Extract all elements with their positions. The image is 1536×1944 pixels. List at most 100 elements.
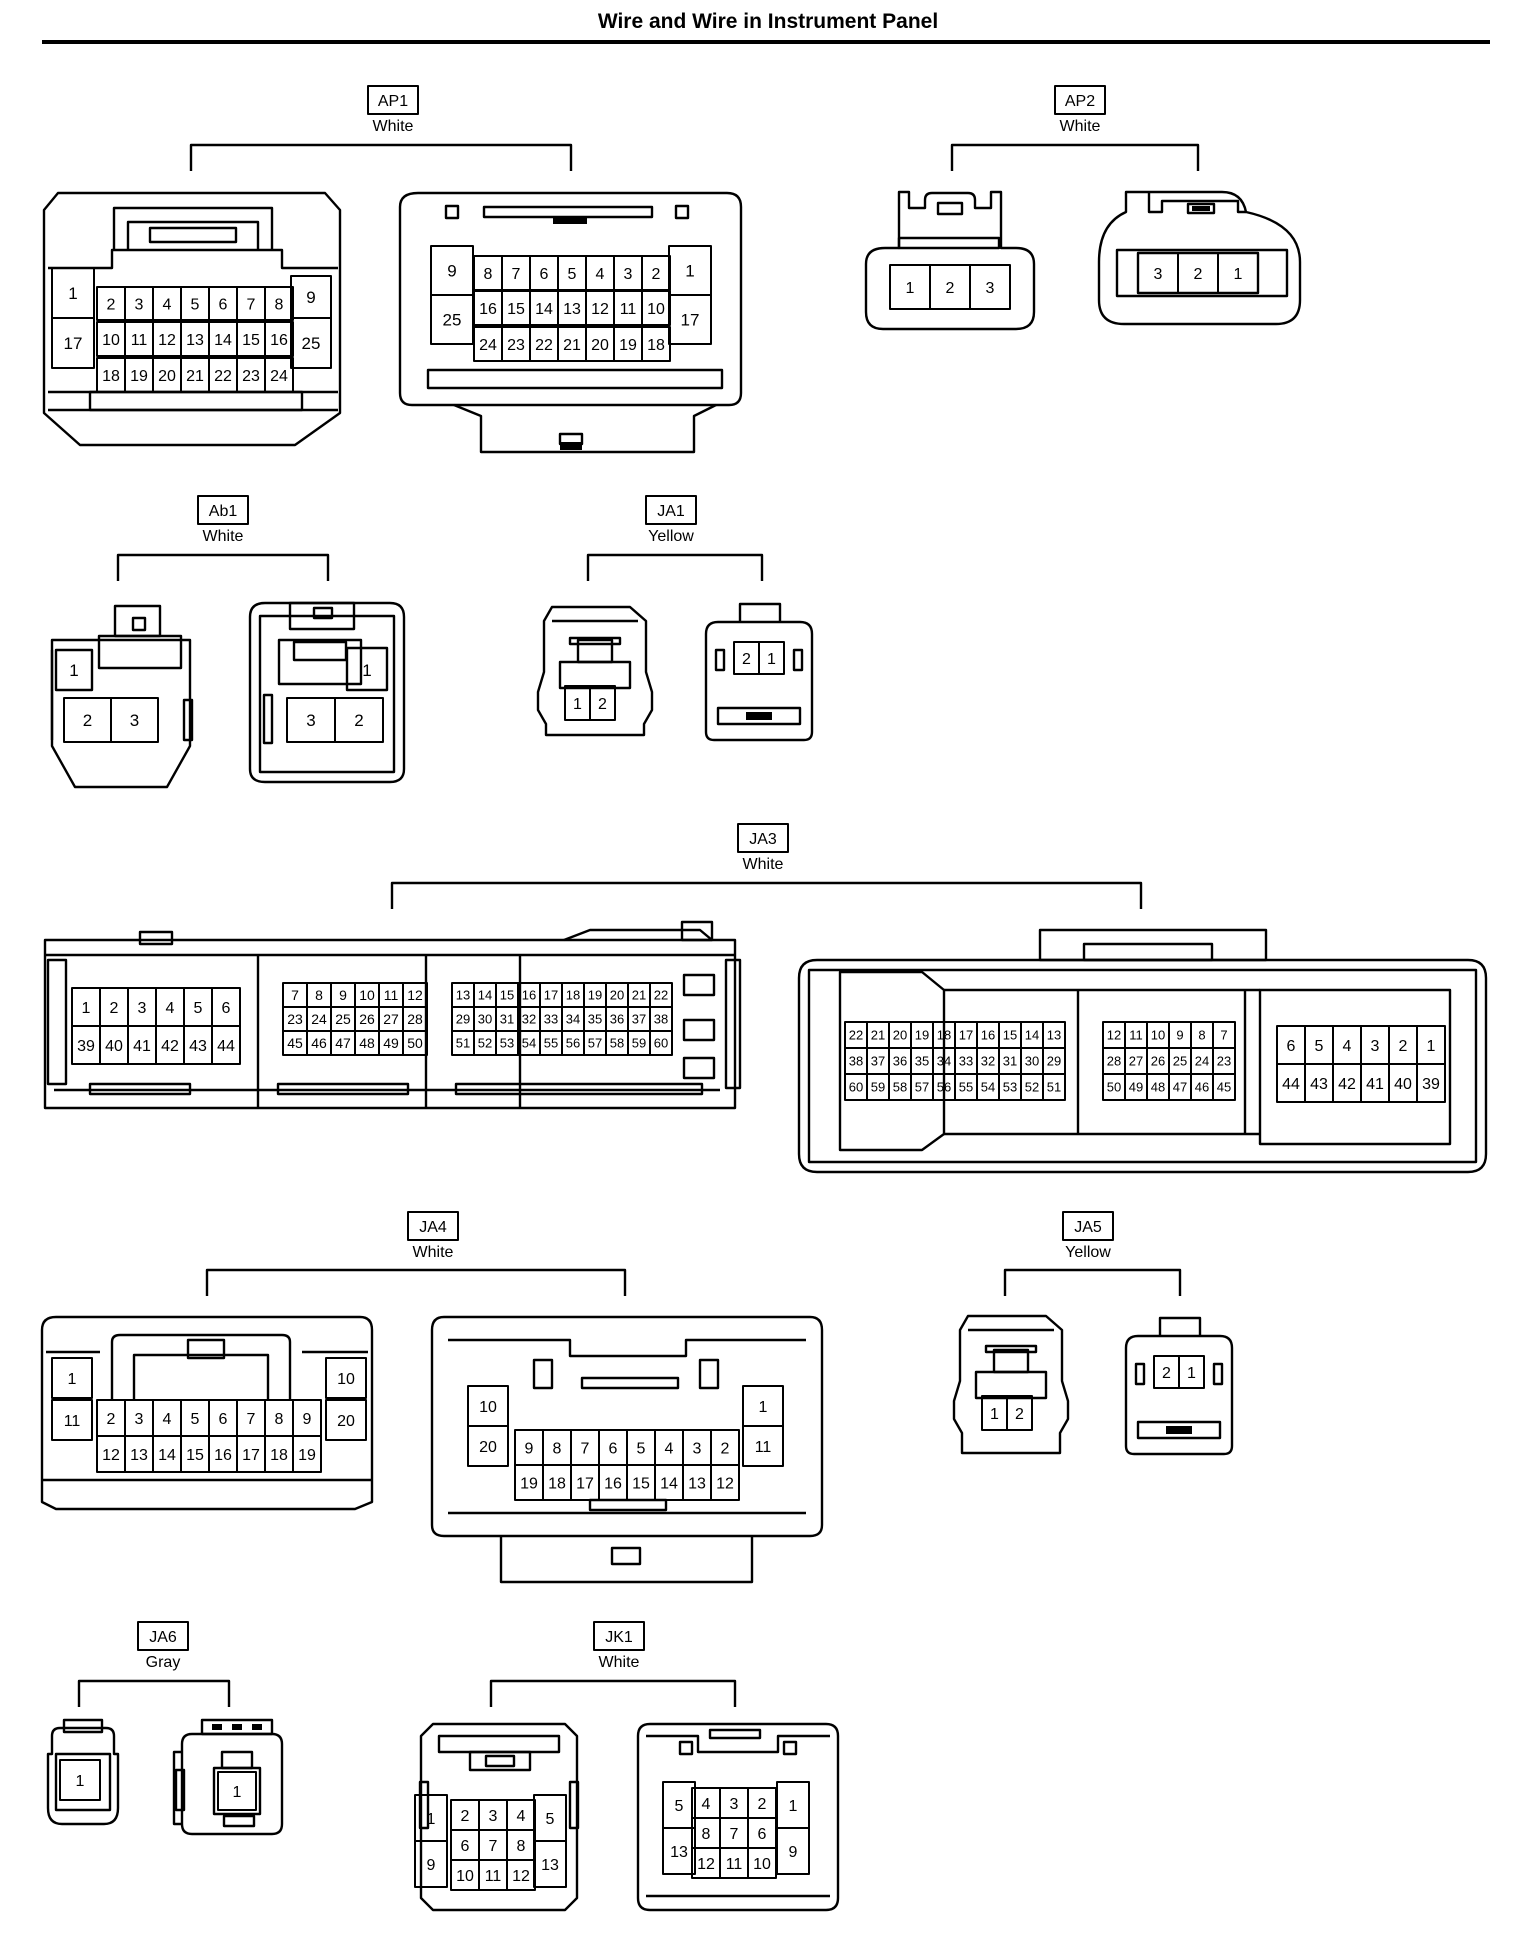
pin-number: 19 (130, 368, 148, 385)
pin-number: 13 (1047, 1028, 1061, 1043)
pin-cell: 10 (641, 290, 671, 326)
housing-outline (698, 1358, 720, 1390)
pin-cell: 13 (180, 321, 210, 357)
pin-cell: 42 (1332, 1063, 1362, 1103)
pin-cell: 8 (264, 1399, 294, 1437)
pin-number: 6 (219, 1411, 228, 1428)
pin-number: 10 (1151, 1028, 1165, 1043)
pin-number: 11 (620, 301, 637, 318)
pin-number: 7 (291, 987, 299, 1003)
pin-cavity (51, 317, 95, 369)
housing-outline (897, 236, 1001, 250)
pin-cell: 2 (929, 264, 971, 310)
connector-color: White (203, 528, 244, 545)
pin-number: 52 (1025, 1080, 1039, 1095)
pin-number: 43 (1310, 1076, 1328, 1093)
housing-outline (437, 1734, 561, 1754)
pin-number: 12 (158, 332, 176, 349)
pin-cell: 4 (152, 1399, 182, 1437)
pin-cell: 13 (557, 290, 587, 326)
pin-cavity (334, 697, 384, 743)
pin-number: 23 (287, 1011, 303, 1027)
housing-outline (984, 1344, 1038, 1354)
pin-cavity (290, 317, 332, 369)
pin-cell: 27 (378, 1006, 404, 1032)
pin-number: 2 (1399, 1038, 1408, 1055)
connector-code: JA1 (657, 503, 685, 520)
pin-cell: 21 (180, 357, 210, 393)
pin-cell: 9 (1168, 1021, 1192, 1049)
pin-cell: 33 (539, 1006, 563, 1032)
pin-cell: 3 (127, 987, 157, 1027)
housing-outline (174, 1768, 186, 1812)
pin-cell: 41 (127, 1025, 157, 1065)
pin-number: 41 (1366, 1076, 1384, 1093)
pin-cell: 12 (96, 1435, 126, 1473)
pin-cell: 20 (605, 982, 629, 1008)
pin-cell: 8 (264, 286, 294, 321)
pin-number: 18 (647, 337, 665, 354)
housing-outline (277, 638, 363, 686)
housing-outline (48, 248, 338, 270)
pin-number: 18 (937, 1028, 951, 1043)
housing-outline (1115, 248, 1289, 298)
pin-cell: 9 (290, 275, 332, 319)
latch-mark (553, 218, 587, 224)
pin-number: 3 (693, 1440, 702, 1457)
housing-outline (797, 958, 1488, 1174)
housing-outline (200, 1718, 274, 1736)
housing-outline (1136, 1420, 1222, 1440)
pin-number: 6 (222, 1000, 231, 1017)
pin-cell: 7 (478, 1829, 508, 1861)
pin-cell: 3 (286, 697, 336, 743)
pin-cell: 55 (954, 1073, 978, 1101)
pin-number: 60 (654, 1036, 668, 1051)
pin-number: 23 (1217, 1054, 1231, 1069)
pin-number: 1 (1187, 1365, 1196, 1382)
pin-number: 58 (610, 1036, 624, 1051)
pin-cell: 2 (1153, 1355, 1180, 1389)
pin-cavity (969, 264, 1011, 310)
pin-cell: 57 (910, 1073, 934, 1101)
latch-mark (560, 442, 582, 450)
pin-cell: 2 (747, 1787, 777, 1819)
pin-cell: 13 (662, 1827, 696, 1875)
pin-number: 8 (275, 1411, 284, 1428)
pin-number: 7 (247, 1411, 256, 1428)
connector-code: JA3 (749, 831, 777, 848)
pin-number: 1 (69, 661, 78, 680)
pin-cell: 49 (1124, 1073, 1148, 1101)
pin-number: 33 (544, 1012, 558, 1027)
pin-number: 12 (102, 1447, 120, 1464)
pin-cell: 2 (641, 255, 671, 291)
pin-cell: 4 (155, 987, 185, 1027)
housing-outline (974, 1370, 1048, 1400)
pin-number: 3 (986, 280, 995, 297)
pin-number: 57 (915, 1080, 929, 1095)
housing-outline (792, 648, 804, 672)
pin-cell: 11 (742, 1425, 784, 1467)
pin-number: 10 (359, 987, 375, 1003)
pin-number: 5 (568, 266, 577, 283)
pin-number: 1 (767, 651, 776, 668)
pairing-bracket (189, 143, 573, 171)
housing-outline (678, 1740, 694, 1756)
pin-number: 9 (306, 288, 315, 307)
pin-cell: 24 (264, 357, 294, 393)
pin-number: 12 (512, 1868, 530, 1885)
pin-cell: 44 (211, 1025, 241, 1065)
connector-code-box (197, 495, 249, 525)
housing-outline (558, 660, 632, 690)
housing-outline (97, 634, 183, 670)
pin-number: 4 (517, 1808, 526, 1825)
connector-color: Gray (146, 1654, 181, 1671)
housing-outline (680, 920, 714, 942)
connector-code: AP1 (378, 93, 408, 110)
pin-number: 3 (624, 266, 633, 283)
pin-number: 25 (1173, 1054, 1187, 1069)
pin-number: 17 (64, 334, 83, 353)
connector-color: White (413, 1244, 454, 1261)
